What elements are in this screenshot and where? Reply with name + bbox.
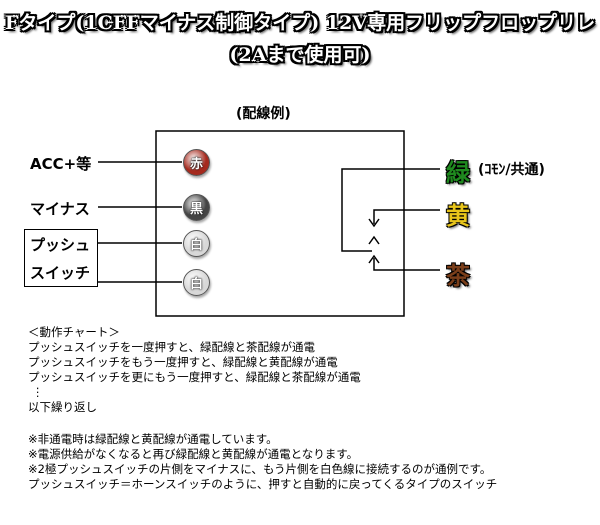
label-minus: マイナス [30,200,90,218]
output-yellow-label: 黄 [446,202,470,230]
chart-step-3: プッシュスイッチを更にもう一度押すと、緑配線と茶配線が通電 [28,370,361,384]
chart-header: ＜動作チャート＞ [28,325,120,339]
arrow-up-brown [368,254,380,264]
wire-red-terminal: 赤 [183,149,210,176]
wire-yellow [373,209,440,224]
output-green-label: 緑 [446,159,470,187]
chart-step-1: プッシュスイッチを一度押すと、緑配線と茶配線が通電 [28,340,316,354]
output-brown-label: 茶 [446,262,470,290]
wire-black-terminal: 黒 [183,194,210,221]
arrow-down [368,218,380,228]
note-2: ※電源供給がなくなると再び緑配線と黄配線が通電となります。 [28,447,359,461]
wire-brown [373,258,440,271]
page-title: Fタイプ(1CFFマイナス制御タイプ) 12V専用フリップフロップリレー [4,12,596,61]
label-acc: ACC+等 [30,155,92,173]
note-4: プッシュスイッチ＝ホーンスイッチのように、押すと自動的に戻ってくるタイプのスイッ… [28,477,498,491]
output-green-note: (ｺﾓﾝ/共通) [478,162,545,178]
wire-green [341,168,440,252]
wire-white-terminal-2: 白 [183,269,210,296]
diagram-caption: (配線例) [236,106,291,122]
chart-step-2: プッシュスイッチをもう一度押すと、緑配線と黄配線が通電 [28,355,338,369]
note-1: ※非通電時は緑配線と黄配線が通電しています。 [28,432,278,446]
chart-ellipsis: ⋮ [32,385,44,399]
label-push-line2: スイッチ [30,264,91,282]
push-switch-box [24,229,98,287]
arrow-up-contact [368,235,380,245]
notes-list: ※非通電時は緑配線と黄配線が通電しています。 ※電源供給がなくなると再び緑配線と… [28,432,497,492]
label-push-line1: プッシュ [30,236,91,254]
note-3: ※2極プッシュスイッチの片側をマイナスに、もう片側を白色線に接続するのが通例です… [28,462,492,476]
chart-repeat: 以下繰り返し [28,400,97,414]
relay-box [155,130,405,317]
page-subtitle: (2Aまで使用可) [229,44,371,66]
operation-chart: ＜動作チャート＞ プッシュスイッチを一度押すと、緑配線と茶配線が通電 プッシュス… [28,325,361,415]
wire-white-terminal-1: 白 [183,230,210,257]
